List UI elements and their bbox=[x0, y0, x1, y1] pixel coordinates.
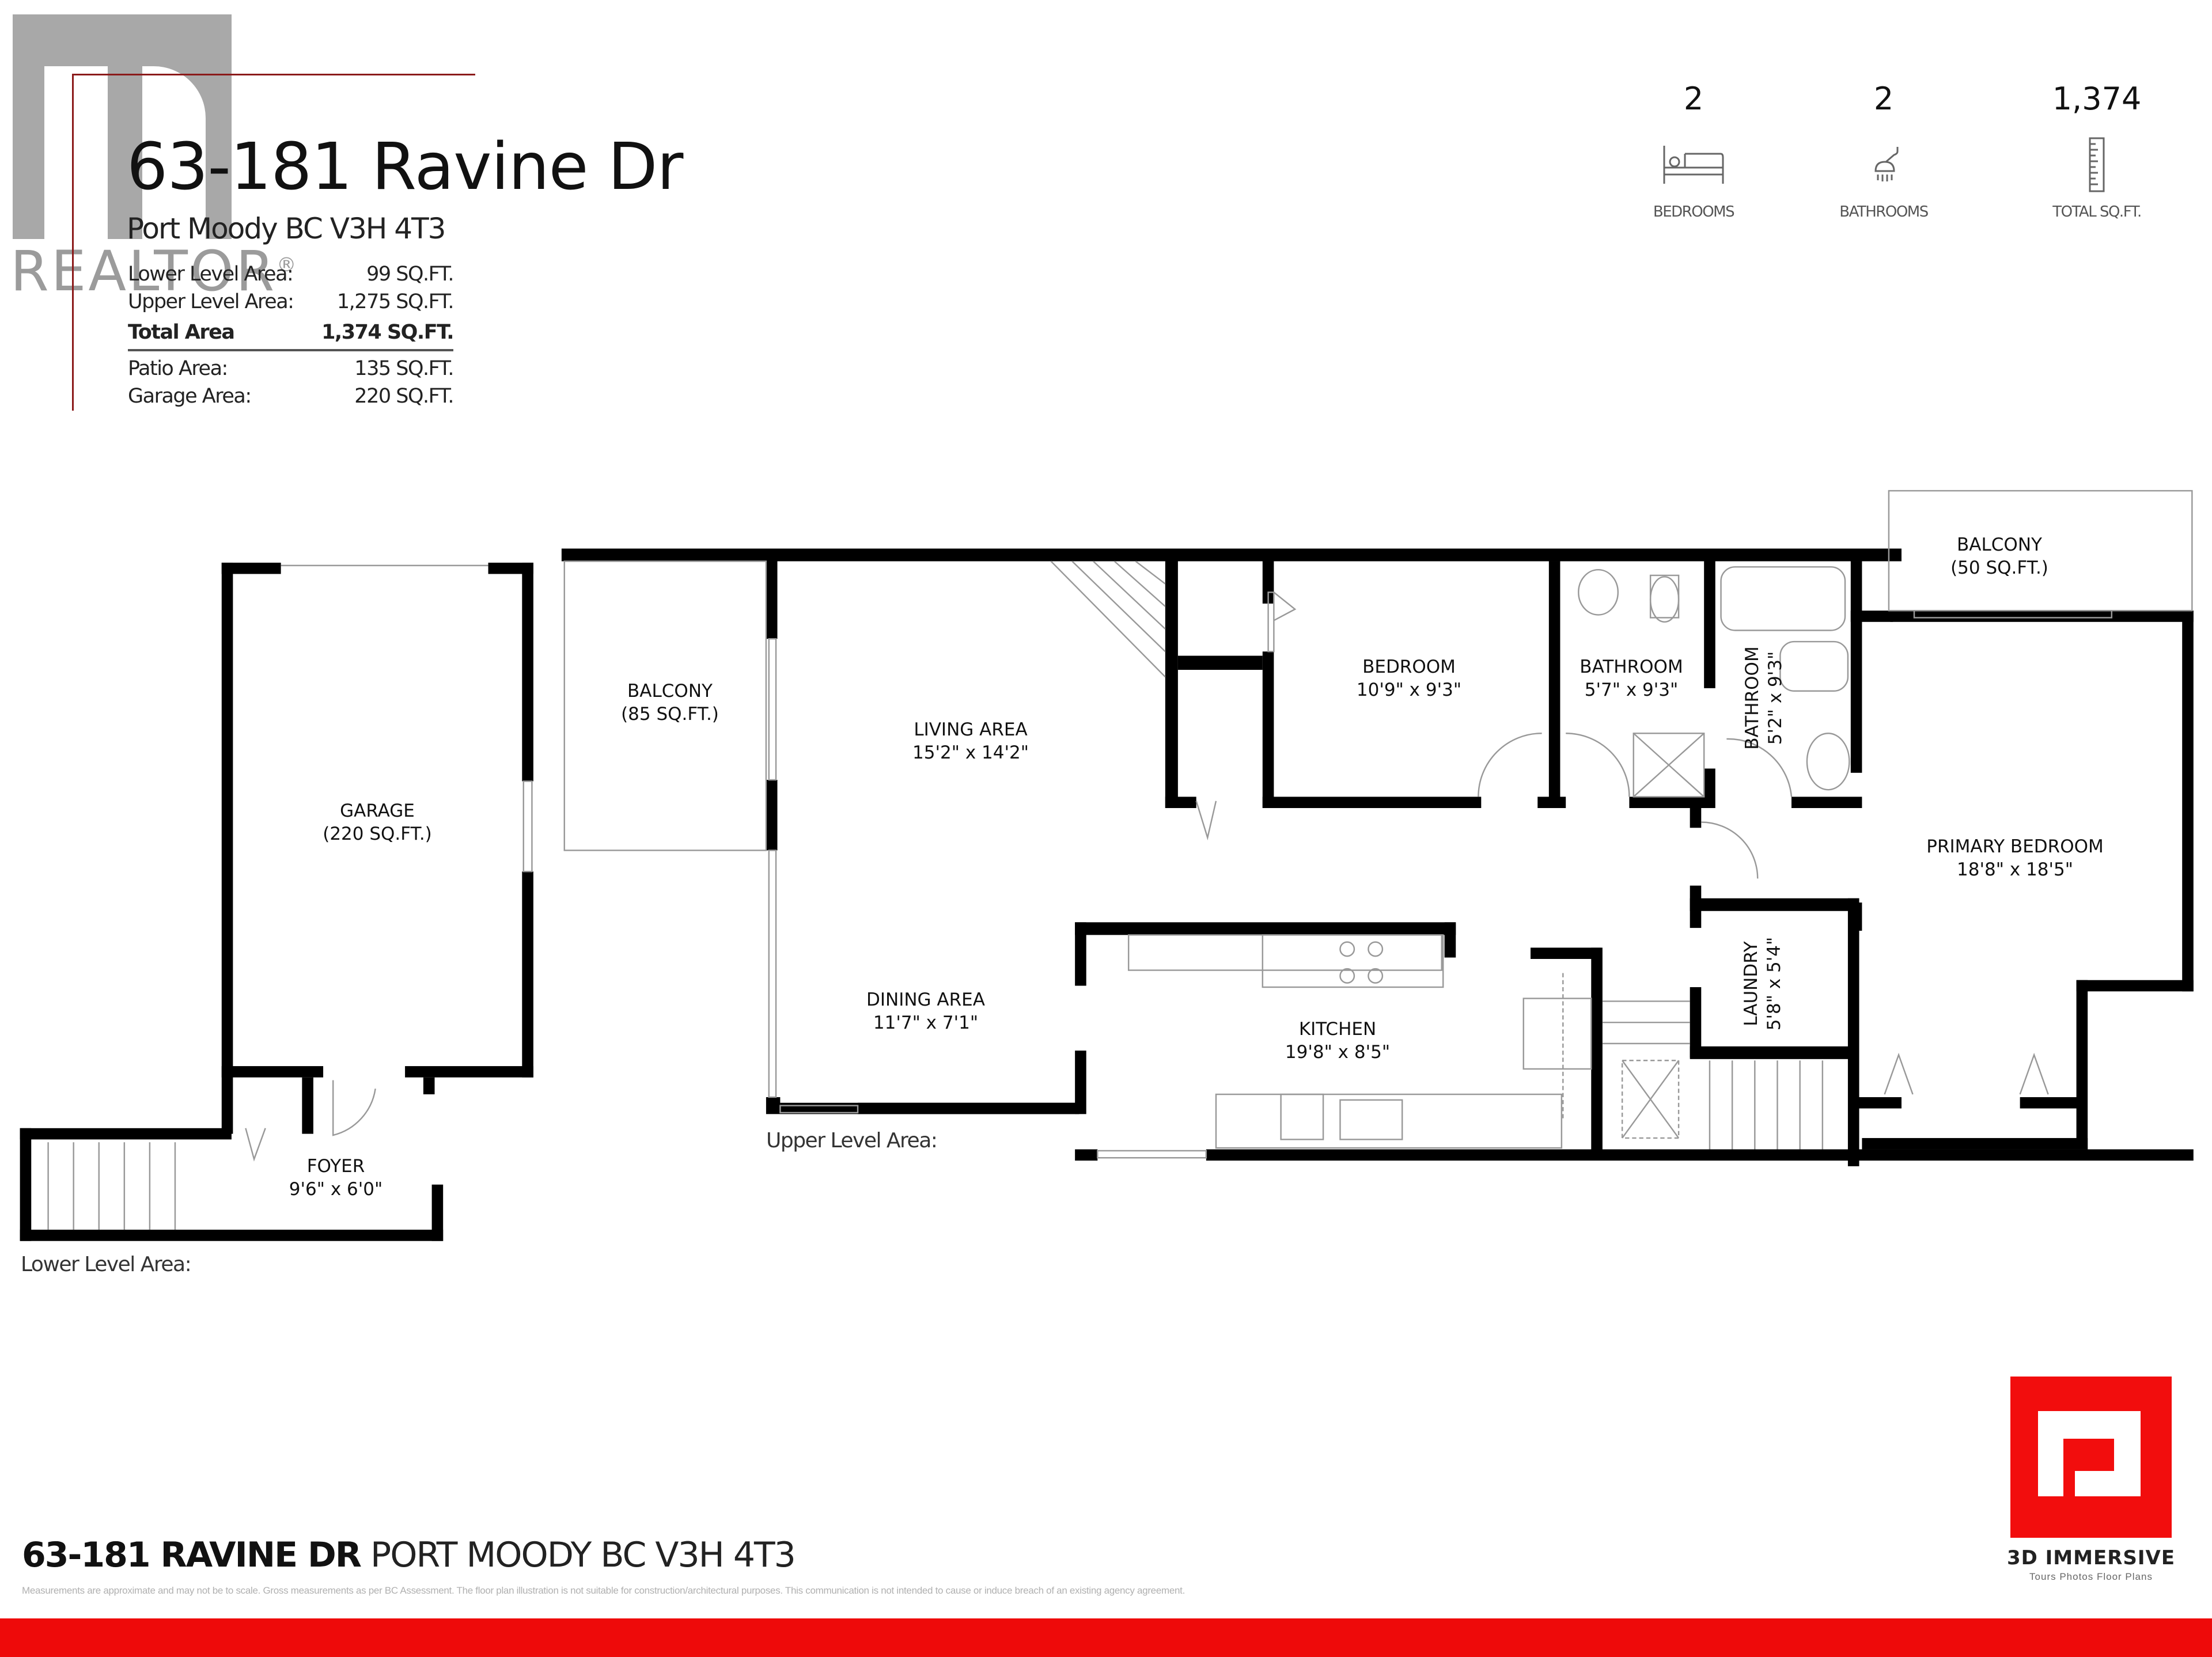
area-label: Lower Level Area: bbox=[128, 263, 294, 286]
ruler-icon bbox=[2022, 133, 2172, 196]
bed-icon bbox=[1624, 133, 1763, 196]
stairs bbox=[47, 560, 1824, 1230]
stat-total-sqft: 1,374 TOTAL SQ.FT. bbox=[2022, 81, 2172, 221]
stat-label: TOTAL SQ.FT. bbox=[2052, 203, 2142, 221]
stat-value: 1,374 bbox=[2052, 81, 2142, 117]
logo-glyph-icon bbox=[2038, 1411, 2141, 1496]
room-label-garage: GARAGE(220 SQ.FT.) bbox=[323, 801, 432, 844]
area-row-lower: Lower Level Area: 99 SQ.FT. bbox=[128, 260, 454, 288]
accent-line-vertical bbox=[72, 74, 74, 411]
brand-tagline: Tours Photos Floor Plans bbox=[2029, 1571, 2153, 1582]
property-address-title: 63-181 Ravine Dr bbox=[127, 130, 683, 204]
lower-level-label: Lower Level Area: bbox=[21, 1253, 192, 1276]
upper-level-label: Upper Level Area: bbox=[766, 1129, 938, 1152]
area-value: 220 SQ.FT. bbox=[354, 385, 454, 408]
stat-bedrooms: 2 BEDROOMS bbox=[1624, 81, 1763, 221]
area-value: 99 SQ.FT. bbox=[366, 263, 454, 286]
shower-icon bbox=[1815, 133, 1953, 196]
footer-address-city: PORT MOODY BC V3H 4T3 bbox=[370, 1535, 796, 1575]
footer-address-street: 63-181 RAVINE DR bbox=[22, 1535, 362, 1575]
accent-line-horizontal bbox=[72, 74, 475, 75]
3d-immersive-logo bbox=[2010, 1377, 2172, 1538]
area-summary-table: Lower Level Area: 99 SQ.FT. Upper Level A… bbox=[128, 260, 454, 410]
area-value: 135 SQ.FT. bbox=[354, 357, 454, 380]
area-label: Garage Area: bbox=[128, 385, 252, 408]
footer-red-bar bbox=[0, 1618, 2212, 1657]
stat-value: 2 bbox=[1683, 81, 1704, 117]
brand-name: 3D IMMERSIVE bbox=[2006, 1546, 2176, 1569]
area-label: Total Area bbox=[128, 321, 235, 344]
area-value: 1,374 SQ.FT. bbox=[321, 321, 454, 344]
area-row-total: Total Area 1,374 SQ.FT. bbox=[128, 316, 454, 351]
property-city-line: Port Moody BC V3H 4T3 bbox=[127, 212, 446, 245]
windows-and-fixtures bbox=[245, 490, 2193, 1162]
footer-address: 63-181 RAVINE DR PORT MOODY BC V3H 4T3 bbox=[22, 1535, 796, 1575]
stat-label: BEDROOMS bbox=[1653, 203, 1735, 221]
area-label: Patio Area: bbox=[128, 357, 228, 380]
room-label-balcony-west: BALCONY(85 SQ.FT.) bbox=[621, 681, 719, 725]
stat-label: BATHROOMS bbox=[1839, 203, 1929, 221]
disclaimer-text: Measurements are approximate and may not… bbox=[22, 1585, 1185, 1596]
realtor-logo-mark bbox=[13, 14, 232, 239]
room-label-balcony-east: BALCONY(50 SQ.FT.) bbox=[1950, 534, 2048, 578]
area-value: 1,275 SQ.FT. bbox=[336, 290, 454, 313]
realtor-watermark: REALTOR® bbox=[10, 239, 299, 304]
area-row-upper: Upper Level Area: 1,275 SQ.FT. bbox=[128, 288, 454, 316]
walls bbox=[20, 548, 2194, 1241]
area-row-garage: Garage Area: 220 SQ.FT. bbox=[128, 382, 454, 410]
area-label: Upper Level Area: bbox=[128, 290, 294, 313]
stat-bathrooms: 2 BATHROOMS bbox=[1815, 81, 1953, 221]
area-row-patio: Patio Area: 135 SQ.FT. bbox=[128, 355, 454, 382]
stat-value: 2 bbox=[1873, 81, 1894, 117]
